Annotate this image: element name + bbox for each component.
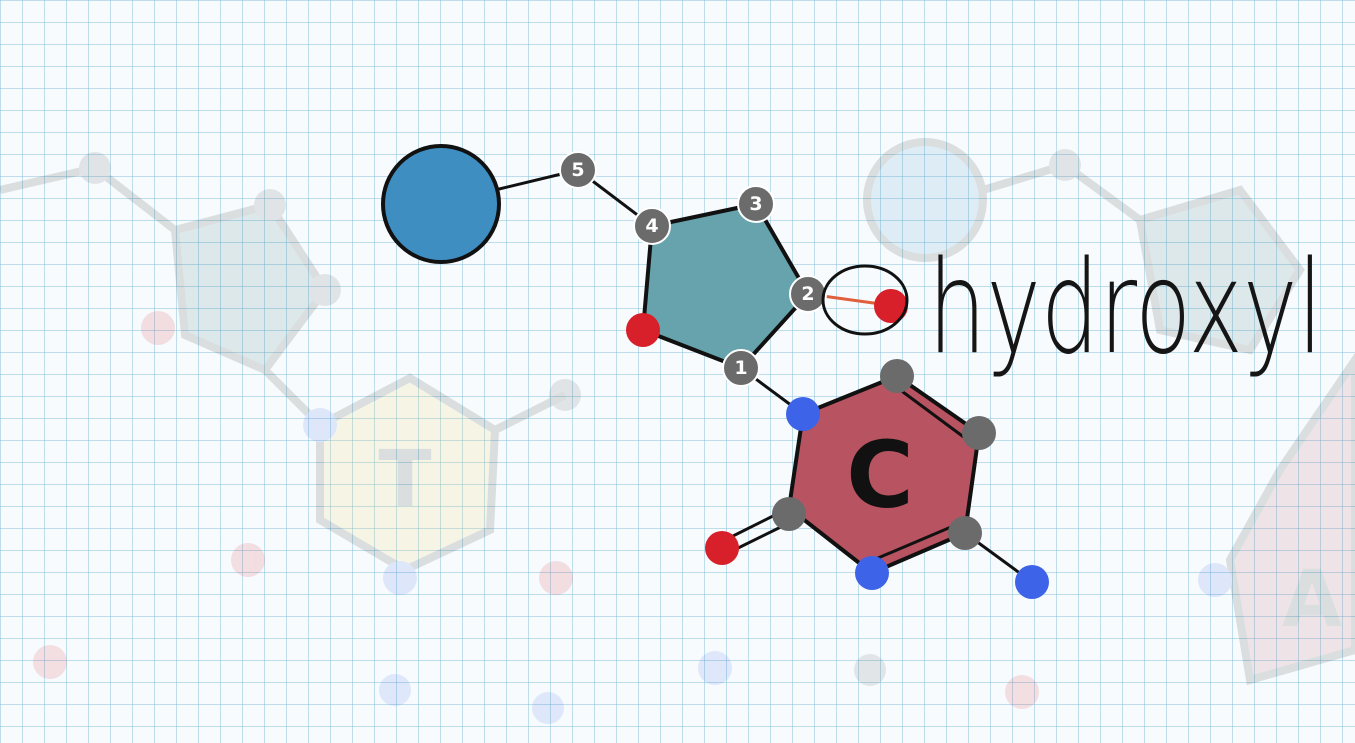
faded-atom — [539, 561, 573, 595]
faded-background-molecules: T A — [0, 138, 1355, 724]
carbon-5-atom: 5 — [559, 151, 597, 189]
carbon-atom — [772, 497, 806, 531]
carbon-4-atom: 4 — [633, 207, 671, 245]
amino-nitrogen-atom — [1015, 565, 1049, 599]
faded-sugar-ring-right — [1135, 185, 1305, 355]
faded-atom — [1005, 675, 1039, 709]
faded-atom — [549, 379, 581, 411]
carbon-atom — [948, 516, 982, 550]
nitrogen-atoms — [786, 397, 1049, 599]
hydroxyl-circle-annotation — [821, 264, 909, 336]
faded-base-ring-right — [1225, 352, 1355, 686]
carbon-4-label: 4 — [645, 215, 658, 237]
carbon-1-label: 1 — [734, 357, 747, 379]
nitrogen-atom — [786, 397, 820, 431]
nitrogen-atom — [855, 556, 889, 590]
faded-atom — [79, 152, 111, 184]
carbon-2-label: 2 — [801, 283, 814, 305]
faded-atom — [309, 274, 341, 306]
hydroxyl-label: hydroxyl — [928, 234, 1323, 383]
hydroxyl-oxygen-atom — [874, 289, 908, 323]
base-carbon-atoms — [772, 359, 996, 550]
faded-atom — [231, 543, 265, 577]
oxygen-atoms — [626, 289, 908, 565]
ring-double-bond — [901, 390, 967, 440]
faded-atom — [532, 692, 564, 724]
faded-base-ring-left — [316, 373, 500, 575]
faded-atom — [141, 311, 175, 345]
carbon-3-label: 3 — [749, 193, 762, 215]
numbered-carbons: 5 4 3 2 1 — [559, 151, 827, 387]
base-letter: C — [846, 422, 914, 529]
faded-sugar-ring-left — [170, 200, 330, 375]
faded-phosphate-right — [863, 138, 987, 262]
carbon-1-atom: 1 — [722, 349, 760, 387]
carbon-atom — [880, 359, 914, 393]
carbon-atom — [962, 416, 996, 450]
faded-atom — [698, 651, 732, 685]
ring-oxygen-atom — [626, 313, 660, 347]
carbon-5-label: 5 — [571, 159, 584, 181]
faded-atom — [1198, 563, 1232, 597]
base-ring-double-bonds — [876, 390, 967, 560]
faded-atom — [1049, 149, 1081, 181]
faded-atom — [303, 408, 337, 442]
faded-atom — [383, 561, 417, 595]
faded-base-letter-right: A — [1282, 555, 1342, 645]
faded-atom — [854, 654, 886, 686]
carbon-3-atom: 3 — [737, 185, 775, 223]
faded-atom — [33, 645, 67, 679]
faded-base-letter-left: T — [378, 435, 431, 525]
ring-double-bond — [876, 525, 953, 560]
carbonyl-oxygen-atom — [705, 531, 739, 565]
carbon-2-atom: 2 — [789, 275, 827, 313]
faded-atom — [254, 189, 286, 221]
phosphate-group — [381, 144, 501, 264]
faded-atom — [379, 674, 411, 706]
